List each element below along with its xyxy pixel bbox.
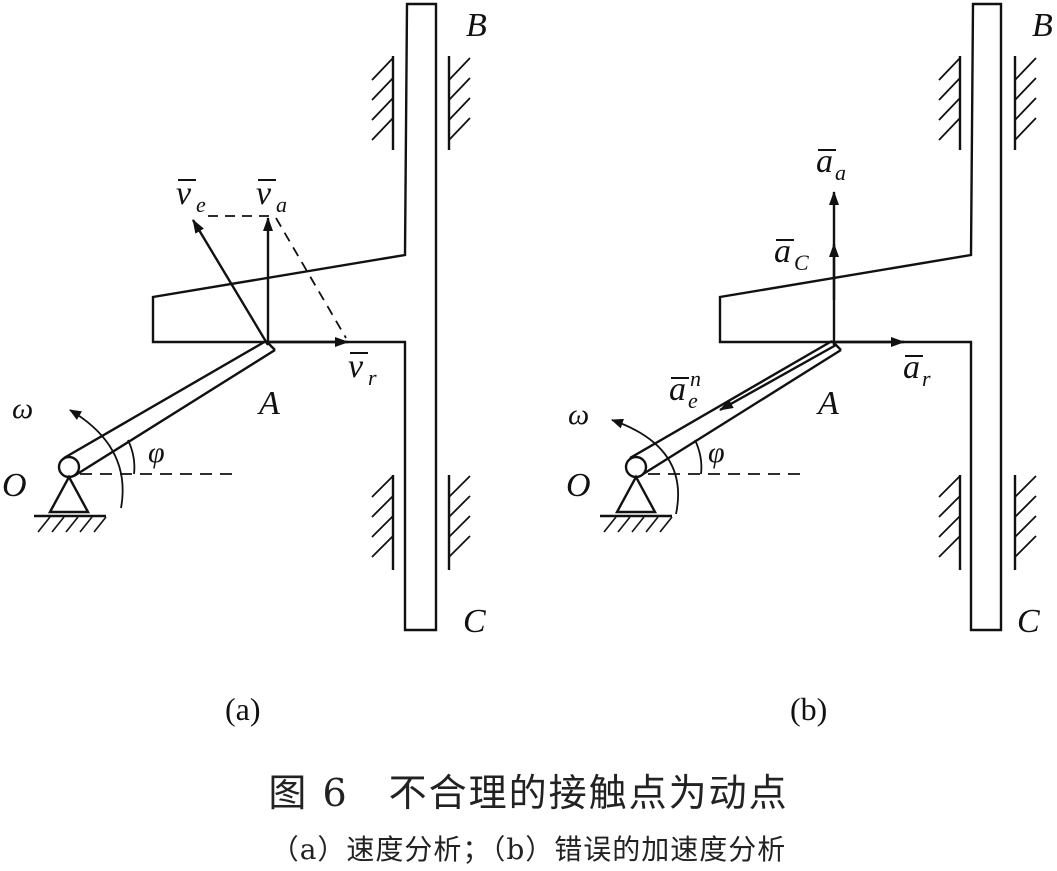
slider-bar-a <box>151 2 438 632</box>
mechanism-figure: B C A O ω φ v e v a v r (a) <box>2 2 1053 727</box>
support-triangle-b <box>614 474 658 514</box>
vector-ve-a <box>191 219 270 346</box>
ground-hatch-b <box>603 516 673 533</box>
panel-label-a: (a) <box>225 691 261 727</box>
omega-arc-b <box>611 418 680 515</box>
label-a-a: A <box>257 385 280 422</box>
hatching-b <box>938 57 1037 558</box>
figure-caption-subtitle: （a）速度分析；（b）错误的加速度分析 <box>270 833 787 866</box>
pivot-o-a <box>57 455 81 479</box>
ground-hatch-a <box>37 516 107 533</box>
label-ar-sub: r <box>922 366 931 391</box>
label-aen-sub: e <box>688 388 698 413</box>
label-b-a: B <box>466 7 487 44</box>
label-vr-sub: r <box>368 365 377 390</box>
label-aen-sup: n <box>690 366 701 391</box>
phi-arc-b <box>694 439 703 475</box>
parallelogram-side-a <box>275 217 347 339</box>
labels-a: B C A O ω φ v e v a v r (a) <box>2 7 487 727</box>
label-phi-b: φ <box>708 436 725 469</box>
label-o-b: O <box>566 467 591 504</box>
label-aa-sub: a <box>835 160 846 185</box>
crank-oa-lower-a <box>73 348 276 478</box>
support-triangle-a <box>47 474 91 514</box>
panel-label-b: (b) <box>790 691 827 727</box>
phi-arc-a <box>127 439 136 475</box>
crank-oa-lower-b <box>639 348 842 478</box>
omega-arc-a <box>69 409 124 509</box>
label-c-a: C <box>463 603 486 640</box>
label-a-b: A <box>816 385 839 422</box>
label-ac-sym: a <box>774 233 791 270</box>
panel-a <box>34 2 471 632</box>
crank-oa-upper-a <box>63 339 267 460</box>
slider-bar-b <box>718 2 1003 632</box>
label-omega-a: ω <box>12 392 33 425</box>
label-ar-sym: a <box>903 349 920 386</box>
pivot-o-b <box>624 455 648 479</box>
label-aen-sym: a <box>669 371 686 408</box>
hatching-a <box>371 57 471 558</box>
label-vr-sym: v <box>348 348 364 385</box>
label-omega-b: ω <box>568 398 589 431</box>
label-ac-sub: C <box>794 250 809 275</box>
label-b-b: B <box>1032 7 1053 44</box>
label-ve-sub: e <box>196 192 206 217</box>
label-phi-a: φ <box>148 436 165 469</box>
label-va-sym: v <box>256 175 272 212</box>
vector-aen-b <box>719 343 837 412</box>
labels-b: B C A O ω φ a a a C a r a e n (b) <box>566 7 1053 727</box>
label-va-sub: a <box>276 192 287 217</box>
label-ve-sym: v <box>176 175 192 212</box>
label-o-a: O <box>2 467 27 504</box>
label-aa-sym: a <box>816 143 833 180</box>
label-c-b: C <box>1017 603 1040 640</box>
crank-oa-upper-b <box>629 339 833 460</box>
panel-b <box>600 2 1037 632</box>
figure-caption-title: 图 6 不合理的接触点为动点 <box>268 771 789 815</box>
